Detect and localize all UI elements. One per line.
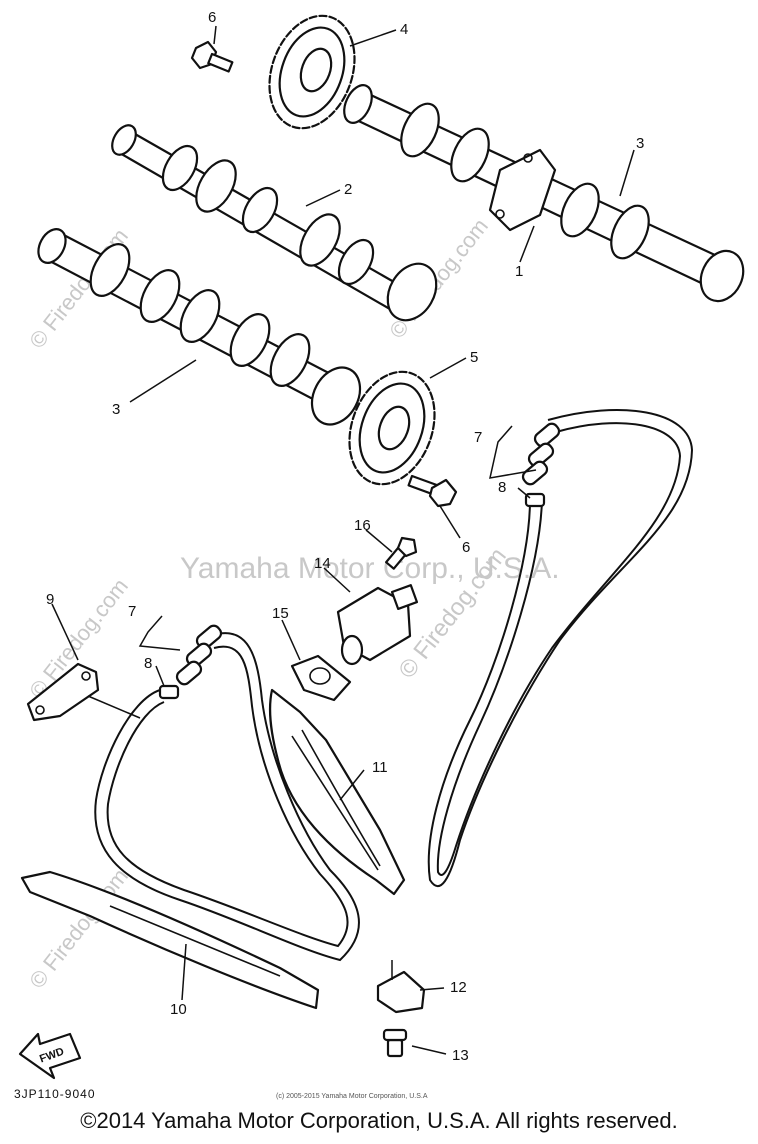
callout-7-left: 7	[128, 603, 136, 620]
watermark-layer: Yamaha Motor Corp., U.S.A. © Firedog.com…	[24, 214, 559, 993]
callout-numbers: 6 4 2 3 1 3 5 6 16 14 15 9 7 8 7 8 11 10…	[46, 9, 644, 1064]
leader-lines	[51, 25, 635, 1055]
chain-joint-7-right	[521, 422, 561, 486]
camshaft-3-lower	[37, 228, 362, 426]
camshaft-2	[111, 124, 438, 322]
gasket-15	[290, 654, 352, 702]
chain-guide-10	[20, 870, 320, 1010]
guide-clip-12	[376, 970, 426, 1014]
copyright-footer: ©2014 Yamaha Motor Corporation, U.S.A. A…	[80, 1108, 678, 1133]
clip-8-left	[158, 684, 180, 700]
callout-2: 2	[344, 181, 352, 198]
clip-8-right	[524, 492, 546, 508]
callout-8-left: 8	[144, 655, 152, 672]
guide-stopper-9	[26, 662, 100, 722]
camshaft-chain-diagram: Yamaha Motor Corp., U.S.A. © Firedog.com…	[14, 9, 745, 1100]
callout-6-top: 6	[208, 9, 216, 26]
callout-13: 13	[452, 1047, 469, 1064]
callout-11: 11	[372, 759, 388, 776]
small-copyright: (c) 2005-2015 Yamaha Motor Corporation, …	[276, 1093, 428, 1100]
callout-4: 4	[400, 21, 408, 38]
forward-arrow-icon: FWD	[18, 1032, 82, 1080]
bolt-16	[384, 536, 418, 570]
diagram-code: 3JP110-9040	[14, 1087, 96, 1100]
bolt-6-top	[190, 40, 234, 73]
callout-12: 12	[450, 979, 467, 996]
cam-chain	[94, 409, 694, 962]
bolt-6-lower	[407, 474, 458, 508]
callout-14: 14	[314, 555, 331, 572]
callout-3-lower: 3	[112, 401, 120, 418]
callout-7-right: 7	[474, 429, 482, 446]
cam-sprocket-4	[268, 14, 356, 130]
watermark-center: Yamaha Motor Corp., U.S.A.	[180, 552, 560, 585]
callout-9: 9	[46, 591, 54, 608]
callout-6-lower: 6	[462, 539, 470, 556]
cam-sprocket-5	[348, 370, 436, 486]
tensioner-guide-11	[268, 688, 406, 896]
callout-16: 16	[354, 517, 371, 534]
cam-cap-1	[488, 148, 557, 232]
chain-joint-7-left	[175, 624, 223, 686]
callout-10: 10	[170, 1001, 187, 1018]
callout-5: 5	[470, 349, 478, 366]
callout-15: 15	[272, 605, 289, 622]
chain-tensioner-14	[336, 584, 419, 666]
bolt-13	[382, 1028, 408, 1058]
callout-8-right: 8	[498, 479, 506, 496]
callout-3-upper: 3	[636, 135, 644, 152]
callout-1: 1	[515, 263, 523, 280]
